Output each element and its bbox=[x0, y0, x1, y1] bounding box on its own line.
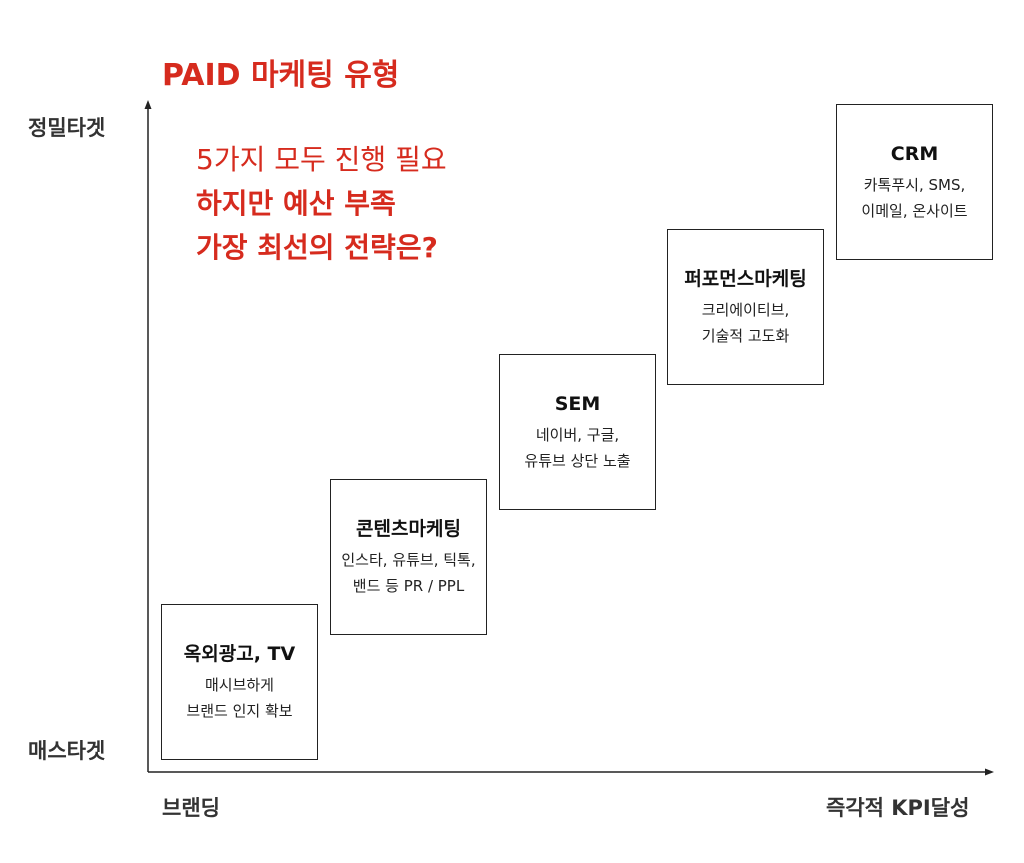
callout-line-1: 5가지 모두 진행 필요 bbox=[196, 143, 447, 176]
step-box-outdoor-tv: 옥외광고, TV 매시브하게 브랜드 인지 확보 bbox=[161, 604, 318, 760]
step-desc-line-1: 네이버, 구글, bbox=[535, 426, 620, 444]
y-axis-arrow bbox=[144, 100, 152, 109]
x-axis-left-label: 브랜딩 bbox=[162, 796, 220, 820]
step-desc-line-1: 카톡푸시, SMS, bbox=[863, 176, 966, 194]
callout-text: 5가지 모두 진행 필요 하지만 예산 부족 가장 최선의 전략은? bbox=[196, 138, 447, 270]
step-box-sem: SEM 네이버, 구글, 유튜브 상단 노출 bbox=[499, 354, 656, 510]
step-desc-line-2: 브랜드 인지 확보 bbox=[186, 702, 293, 720]
step-box-crm: CRM 카톡푸시, SMS, 이메일, 온사이트 bbox=[836, 104, 993, 260]
y-axis-bottom-label: 매스타겟 bbox=[28, 739, 106, 763]
x-axis-arrow bbox=[985, 768, 994, 776]
page-title: PAID 마케팅 유형 bbox=[162, 58, 400, 93]
step-desc-line-2: 유튜브 상단 노출 bbox=[524, 452, 631, 470]
step-title: 옥외광고, TV bbox=[183, 643, 296, 665]
step-title: 콘텐츠마케팅 bbox=[356, 518, 461, 540]
step-desc-line-2: 이메일, 온사이트 bbox=[861, 202, 968, 220]
step-box-performance-marketing: 퍼포먼스마케팅 크리에이티브, 기술적 고도화 bbox=[667, 229, 824, 385]
step-title: SEM bbox=[554, 393, 601, 415]
step-title: 퍼포먼스마케팅 bbox=[684, 268, 807, 290]
step-desc-line-2: 기술적 고도화 bbox=[701, 327, 790, 345]
callout-line-3: 가장 최선의 전략은? bbox=[196, 231, 438, 264]
step-desc-line-1: 크리에이티브, bbox=[701, 301, 790, 319]
step-desc-line-1: 매시브하게 bbox=[204, 676, 274, 694]
callout-line-2: 하지만 예산 부족 bbox=[196, 187, 396, 220]
step-title: CRM bbox=[890, 143, 939, 165]
x-axis-right-label: 즉각적 KPI달성 bbox=[826, 796, 970, 820]
step-box-content-marketing: 콘텐츠마케팅 인스타, 유튜브, 틱톡, 밴드 등 PR / PPL bbox=[330, 479, 487, 635]
step-desc-line-1: 인스타, 유튜브, 틱톡, bbox=[341, 551, 476, 569]
y-axis-top-label: 정밀타겟 bbox=[28, 116, 106, 140]
step-desc-line-2: 밴드 등 PR / PPL bbox=[352, 577, 465, 595]
